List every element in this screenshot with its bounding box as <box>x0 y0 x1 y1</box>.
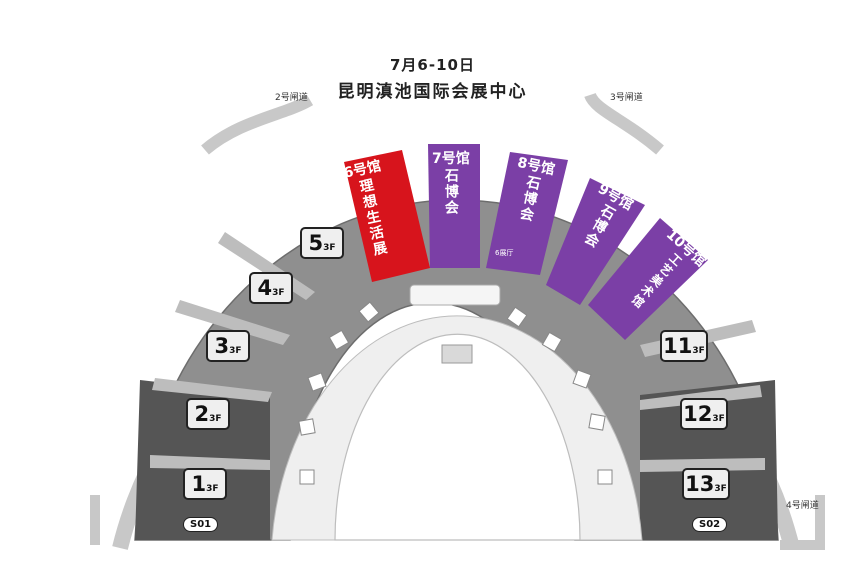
ramp-gate-2 <box>201 94 314 155</box>
central-podium <box>441 344 473 364</box>
s01-badge: S01 <box>183 517 219 532</box>
ramp-gate-3 <box>584 92 664 155</box>
corridor-kiosks <box>298 301 613 485</box>
central-plaza <box>334 333 581 541</box>
north-lobby <box>409 284 501 306</box>
hall-6-lobby-label: 6展厅 <box>495 249 514 257</box>
hall-8-block <box>486 152 568 275</box>
hall-7-block <box>428 144 480 268</box>
gate-4-label: 4号闸道 <box>786 501 819 511</box>
event-date: 7月6-10日 <box>390 56 475 74</box>
s02-badge: S02 <box>692 517 728 532</box>
gate-3-label: 3号闸道 <box>610 93 643 103</box>
hall-dividers <box>150 232 765 472</box>
hall-9-block <box>546 178 645 305</box>
hall-6-block <box>344 150 430 282</box>
hall-7-label[interactable]: 7号馆 石博会 <box>432 151 470 216</box>
hall-10-block <box>588 218 708 340</box>
venue-name: 昆明滇池国际会展中心 <box>337 82 528 102</box>
gate-2-label: 2号闸道 <box>275 93 308 103</box>
ramp-gate-4 <box>780 495 825 550</box>
